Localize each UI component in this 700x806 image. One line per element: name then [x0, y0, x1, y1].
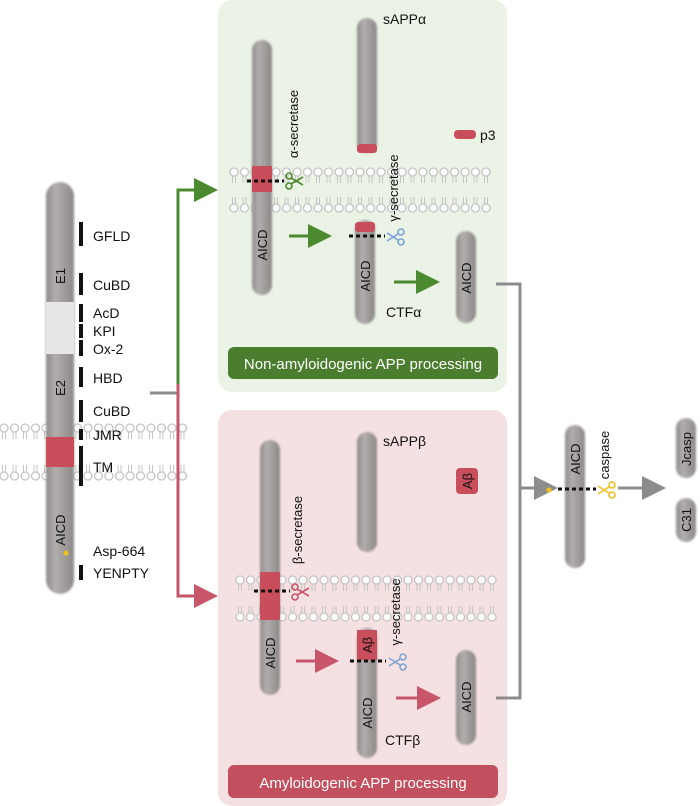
gamma-scissors-icon-amy [388, 653, 407, 671]
label-gfld: GFLD [93, 228, 130, 244]
branch-connectors [150, 178, 218, 608]
aicd-label-caspase: AICD [568, 443, 583, 474]
ctf-beta-label: CTFβ [385, 732, 420, 748]
c31-label: C31 [679, 508, 694, 532]
label-tm: TM [93, 459, 113, 475]
non-amyloidogenic-panel [218, 0, 507, 392]
label-cubd-1: CuBD [93, 277, 130, 293]
caspase-label: caspase [597, 431, 612, 479]
domain-e2: E2 [53, 380, 68, 396]
label-hbd: HBD [93, 370, 123, 386]
domain-aicd: AICD [53, 514, 68, 545]
label-kpi: KPI [93, 323, 116, 339]
amyloidogenic-banner [228, 765, 498, 798]
membrane-nonamyloidogenic [229, 167, 491, 213]
beta-secretase-label: β-secretase [290, 496, 305, 564]
app-full-length: E1 E2 AICD [46, 182, 74, 594]
caspase-site-marker [546, 487, 552, 493]
aicd-label-nonamy-3: AICD [459, 262, 474, 293]
alpha-secretase-label: α-secretase [286, 90, 301, 158]
non-amyloidogenic-title: Non-amyloidogenic APP processing [244, 356, 482, 373]
non-amyloidogenic-content: AICD α-secretase sAPPα p3 AICD γ-secreta… [228, 11, 498, 379]
label-asp-664: Asp-664 [93, 543, 145, 559]
p3-label: p3 [480, 127, 496, 143]
alpha-scissors-icon [285, 172, 304, 190]
sapp-beta-label: sAPPβ [383, 433, 426, 449]
gamma-secretase-label-amy: γ-secretase [388, 578, 403, 645]
label-yenpty: YENPTY [93, 565, 150, 581]
caspase-scissors-icon [597, 481, 616, 499]
gamma-scissors-icon-nonamy [386, 228, 405, 246]
sapp-alpha-label: sAPPα [383, 11, 426, 27]
beta-scissors-icon [291, 583, 310, 601]
label-cubd-2: CuBD [93, 403, 130, 419]
label-acd: AcD [93, 305, 119, 321]
aicd-label-nonamy-2: AICD [358, 260, 373, 291]
aicd-label-amy-2: AICD [360, 697, 375, 728]
aicd-label-nonamy-1: AICD [255, 229, 270, 260]
abeta-label-ctf: Aβ [360, 637, 375, 653]
acidic-region [46, 302, 74, 354]
p3-fragment [454, 130, 476, 139]
abeta-label-free: Aβ [460, 473, 475, 489]
aicd-label-amy-3: AICD [459, 681, 474, 712]
aicd-label-amy-1: AICD [263, 637, 278, 668]
domain-label-list: GFLD CuBD AcD KPI Ox-2 HBD CuBD JMR TM A… [79, 222, 150, 581]
amyloidogenic-title: Amyloidogenic APP processing [259, 775, 466, 792]
domain-e1: E1 [53, 268, 68, 284]
amyloidogenic-content: AICD β-secretase sAPPβ Aβ Aβ AICD γ-secr… [228, 432, 498, 798]
ctf-alpha-label: CTFα [386, 304, 421, 320]
label-ox-2: Ox-2 [93, 341, 124, 357]
asp-664-marker [63, 550, 69, 556]
abeta-fragment [456, 468, 478, 494]
tm-highlight [46, 437, 74, 467]
non-amyloidogenic-banner [228, 347, 498, 379]
membrane-layers [0, 167, 497, 622]
gamma-secretase-label-nonamy: γ-secretase [386, 154, 401, 221]
label-jmr: JMR [93, 427, 122, 443]
caspase-step: AICD caspase Jcasp C31 [496, 282, 696, 700]
jcasp-label: Jcasp [679, 432, 694, 466]
